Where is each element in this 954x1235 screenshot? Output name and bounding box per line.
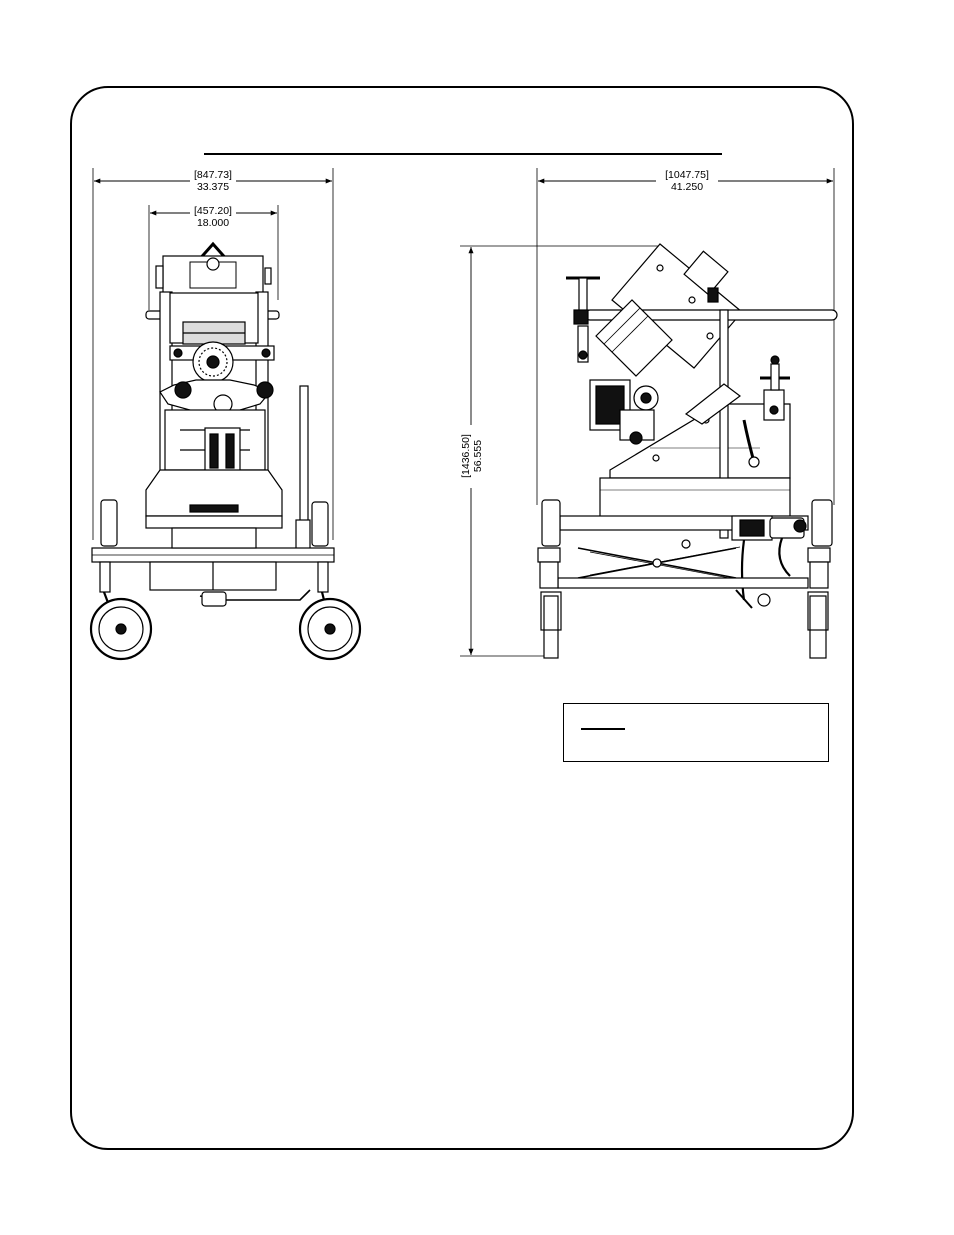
front-inner-width-dimension: [457.20] 18.000 <box>148 205 279 310</box>
front-overall-width-mm: [847.73] <box>194 169 232 181</box>
side-overall-height-mm: [1436.50] <box>460 434 472 478</box>
side-overall-length-dimension: [1047.75] 41.250 <box>536 168 835 505</box>
front-inner-width-in: 18.000 <box>197 217 229 229</box>
note-label-underline <box>581 728 625 730</box>
side-overall-height-in: 56.555 <box>472 440 484 472</box>
note-box <box>563 703 829 762</box>
front-overall-width-dimension: [847.73] 33.375 <box>92 168 334 540</box>
side-overall-length-in: 41.250 <box>671 181 703 193</box>
front-inner-width-mm: [457.20] <box>194 205 232 217</box>
side-overall-height-dimension: [1436.50] 56.555 <box>460 245 662 657</box>
title-underline <box>204 153 722 155</box>
side-view-machine <box>537 243 838 659</box>
front-overall-width-in: 33.375 <box>197 181 229 193</box>
page-frame <box>70 86 854 1150</box>
side-overall-length-mm: [1047.75] <box>665 169 709 181</box>
front-view-machine <box>89 241 362 661</box>
